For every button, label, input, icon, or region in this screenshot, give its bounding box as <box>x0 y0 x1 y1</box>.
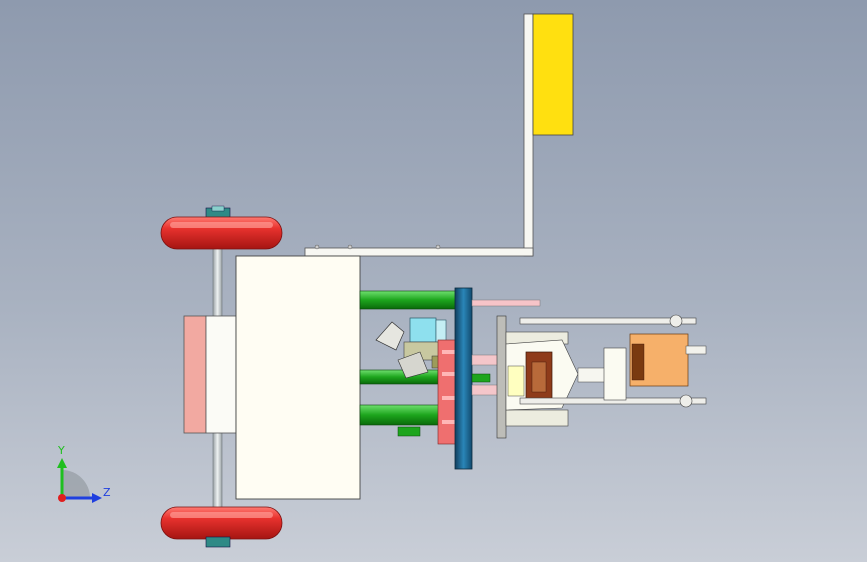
arm-bolt <box>347 244 353 250</box>
gear-stack[interactable] <box>437 339 457 445</box>
z-axis-label: Z <box>103 486 111 499</box>
rod <box>359 290 459 310</box>
wheel-top[interactable] <box>160 205 283 250</box>
sensor-module[interactable] <box>375 317 447 379</box>
flag-mast <box>523 13 534 257</box>
shafts <box>471 299 541 396</box>
main-body[interactable] <box>235 255 361 500</box>
side-block[interactable] <box>183 315 237 434</box>
y-axis-label: Y <box>57 444 65 457</box>
x-axis-dot <box>58 494 66 502</box>
arm-bolt <box>435 244 441 250</box>
tire <box>160 506 283 540</box>
motor-left[interactable] <box>525 351 553 403</box>
z-axis-arrow <box>92 493 102 503</box>
linkage <box>519 317 707 405</box>
tire <box>160 216 283 250</box>
y-axis-arrow <box>57 458 67 468</box>
drive-disc[interactable] <box>454 287 473 470</box>
coordinate-triad[interactable]: Y Z <box>57 444 111 503</box>
motor-right[interactable] <box>603 314 707 408</box>
flag <box>532 13 574 136</box>
triad-arc <box>62 470 90 498</box>
flag-assembly[interactable] <box>304 13 574 257</box>
flag-arm <box>304 247 534 257</box>
arm-bolt <box>314 244 320 250</box>
wheel-bottom[interactable] <box>160 506 283 548</box>
hub <box>205 536 231 548</box>
rod <box>397 426 421 437</box>
